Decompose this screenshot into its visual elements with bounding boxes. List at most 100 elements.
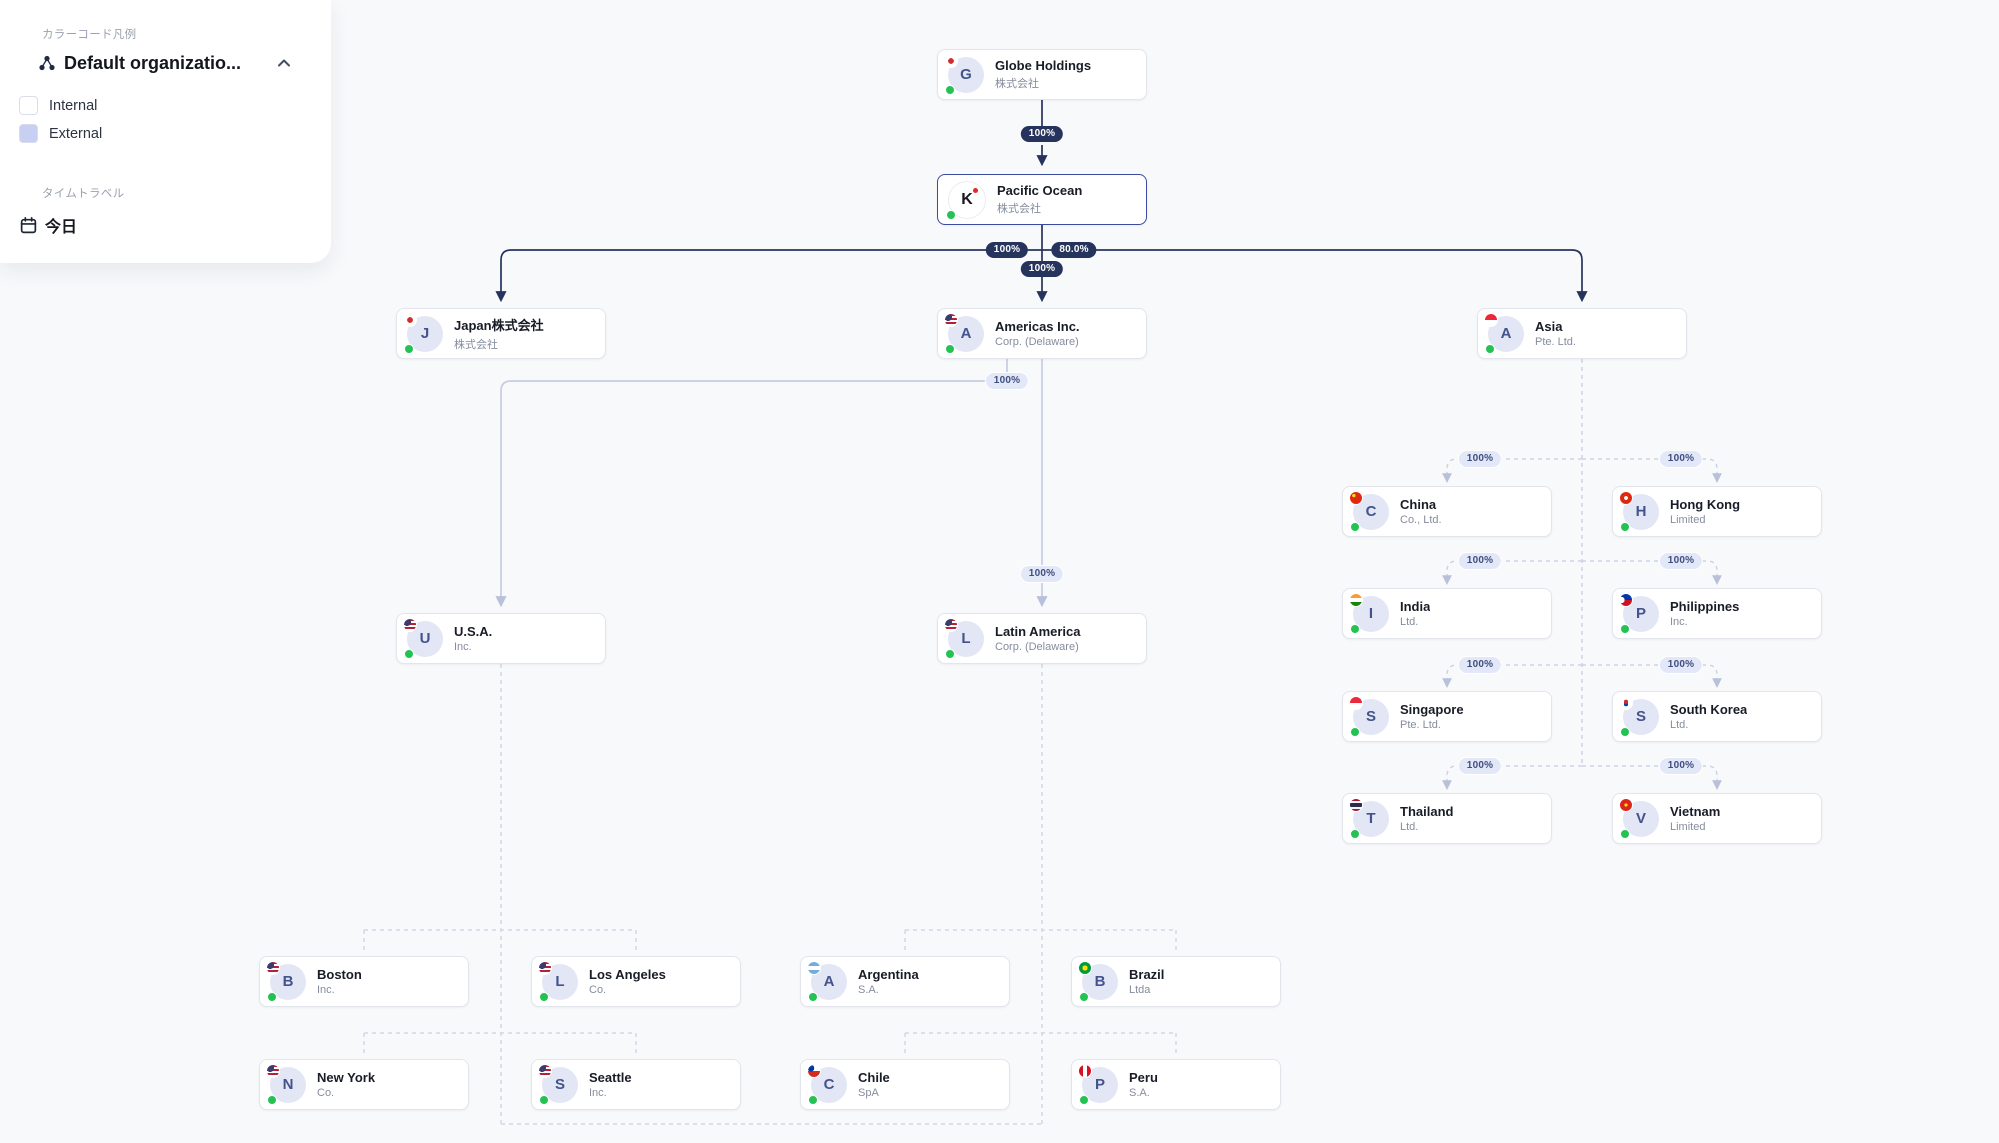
chevron-up-icon [274, 53, 294, 73]
legend-swatch [19, 96, 38, 115]
org-node-thailand[interactable]: T Thailand Ltd. [1342, 793, 1552, 844]
country-flag-icon [944, 53, 958, 68]
org-node-hong-kong[interactable]: H Hong Kong Limited [1612, 486, 1822, 537]
org-node-americas[interactable]: A Americas Inc. Corp. (Delaware) [937, 308, 1147, 359]
org-node-boston[interactable]: B Boston Inc. [259, 956, 469, 1007]
org-node-pacific-ocean[interactable]: K Pacific Ocean 株式会社 [937, 174, 1147, 225]
node-title: Singapore [1400, 702, 1464, 717]
node-title: Brazil [1129, 967, 1165, 982]
node-text: Singapore Pte. Ltd. [1400, 702, 1464, 731]
org-node-brazil[interactable]: B Brazil Ltda [1071, 956, 1281, 1007]
country-flag-icon [1619, 797, 1633, 812]
org-node-los-angeles[interactable]: L Los Angeles Co. [531, 956, 741, 1007]
node-avatar: H [1619, 490, 1659, 532]
node-avatar: T [1349, 797, 1389, 839]
legend-item: External [19, 124, 311, 143]
avatar-letter: P [1094, 1076, 1105, 1093]
node-text: Thailand Ltd. [1400, 804, 1453, 833]
org-node-argentina[interactable]: A Argentina S.A. [800, 956, 1010, 1007]
node-text: Argentina S.A. [858, 967, 919, 996]
node-title: Philippines [1670, 599, 1740, 614]
organization-icon [38, 54, 56, 72]
org-node-japan[interactable]: J Japan株式会社 株式会社 [396, 308, 606, 359]
org-node-china[interactable]: C China Co., Ltd. [1342, 486, 1552, 537]
status-dot-icon [946, 209, 956, 220]
node-title: U.S.A. [454, 624, 493, 639]
org-node-philippines[interactable]: P Philippines Inc. [1612, 588, 1822, 639]
country-flag-icon [1078, 1063, 1092, 1078]
country-flag-icon [538, 1063, 552, 1078]
node-subtitle: Pte. Ltd. [1400, 719, 1441, 731]
org-node-chile[interactable]: C Chile SpA [800, 1059, 1010, 1110]
org-node-south-korea[interactable]: S South Korea Ltd. [1612, 691, 1822, 742]
org-node-seattle[interactable]: S Seattle Inc. [531, 1059, 741, 1110]
node-avatar: N [266, 1063, 306, 1105]
country-flag-icon [1619, 695, 1633, 710]
node-text: Hong Kong Limited [1670, 497, 1740, 526]
avatar-letter: H [1635, 503, 1647, 520]
node-text: Boston Inc. [317, 967, 362, 996]
node-title: Boston [317, 967, 362, 982]
node-avatar: J [403, 312, 443, 354]
organization-title: Default organizatio... [64, 52, 242, 73]
node-subtitle: Ltd. [1400, 821, 1419, 833]
time-travel-control[interactable]: 今日 [19, 213, 77, 237]
node-title: Thailand [1400, 804, 1454, 819]
avatar-letter: G [960, 66, 972, 83]
avatar-letter: U [419, 630, 431, 647]
collapse-panel-button[interactable] [271, 50, 297, 76]
country-flag-icon [944, 312, 958, 327]
country-flag-icon [1349, 592, 1363, 607]
node-text: Chile SpA [858, 1070, 890, 1099]
node-avatar: C [1349, 490, 1389, 532]
node-title: Peru [1129, 1070, 1158, 1085]
node-avatar: A [1484, 312, 1524, 354]
node-avatar: L [944, 617, 984, 659]
country-flag-icon [1349, 797, 1363, 812]
node-avatar: U [403, 617, 443, 659]
node-subtitle: 株式会社 [454, 339, 498, 351]
node-avatar: I [1349, 592, 1389, 634]
status-dot-icon [1620, 521, 1630, 532]
avatar-letter: I [1368, 605, 1374, 622]
node-subtitle: Co. [589, 984, 607, 996]
node-title: Japan株式会社 [454, 318, 544, 333]
status-dot-icon [1485, 343, 1495, 354]
node-title: China [1400, 497, 1437, 512]
node-avatar: G [944, 53, 984, 95]
node-title: Americas Inc. [995, 319, 1080, 334]
org-node-asia[interactable]: A Asia Pte. Ltd. [1477, 308, 1687, 359]
node-subtitle: Limited [1670, 821, 1706, 833]
org-node-singapore[interactable]: S Singapore Pte. Ltd. [1342, 691, 1552, 742]
avatar-letter: C [823, 1076, 835, 1093]
org-node-globe-holdings[interactable]: G Globe Holdings 株式会社 [937, 49, 1147, 100]
node-text: China Co., Ltd. [1400, 497, 1442, 526]
org-node-peru[interactable]: P Peru S.A. [1071, 1059, 1281, 1110]
org-node-latin-america[interactable]: L Latin America Corp. (Delaware) [937, 613, 1147, 664]
avatar-letter: P [1635, 605, 1646, 622]
org-node-india[interactable]: I India Ltd. [1342, 588, 1552, 639]
node-subtitle: Corp. (Delaware) [995, 336, 1079, 348]
status-dot-icon [945, 343, 955, 354]
org-node-new-york[interactable]: N New York Co. [259, 1059, 469, 1110]
node-text: Vietnam Limited [1670, 804, 1720, 833]
node-subtitle: S.A. [858, 984, 879, 996]
node-subtitle: 株式会社 [997, 203, 1041, 215]
calendar-icon [19, 216, 38, 235]
country-flag-icon [1078, 960, 1092, 975]
node-subtitle: Ltd. [1670, 719, 1689, 731]
node-text: Japan株式会社 株式会社 [454, 315, 544, 352]
legend-label: Internal [49, 97, 98, 114]
org-node-usa[interactable]: U U.S.A. Inc. [396, 613, 606, 664]
status-dot-icon [267, 1094, 277, 1105]
legend-panel: カラーコード凡例 Default organizatio... Internal… [0, 0, 331, 263]
node-avatar: P [1078, 1063, 1118, 1105]
node-avatar: L [538, 960, 578, 1002]
status-dot-icon [267, 991, 277, 1002]
status-dot-icon [1620, 726, 1630, 737]
avatar-letter: S [554, 1076, 565, 1093]
node-subtitle: 株式会社 [995, 78, 1039, 90]
org-node-vietnam[interactable]: V Vietnam Limited [1612, 793, 1822, 844]
country-flag-icon [1349, 695, 1363, 710]
node-title: Argentina [858, 967, 919, 982]
